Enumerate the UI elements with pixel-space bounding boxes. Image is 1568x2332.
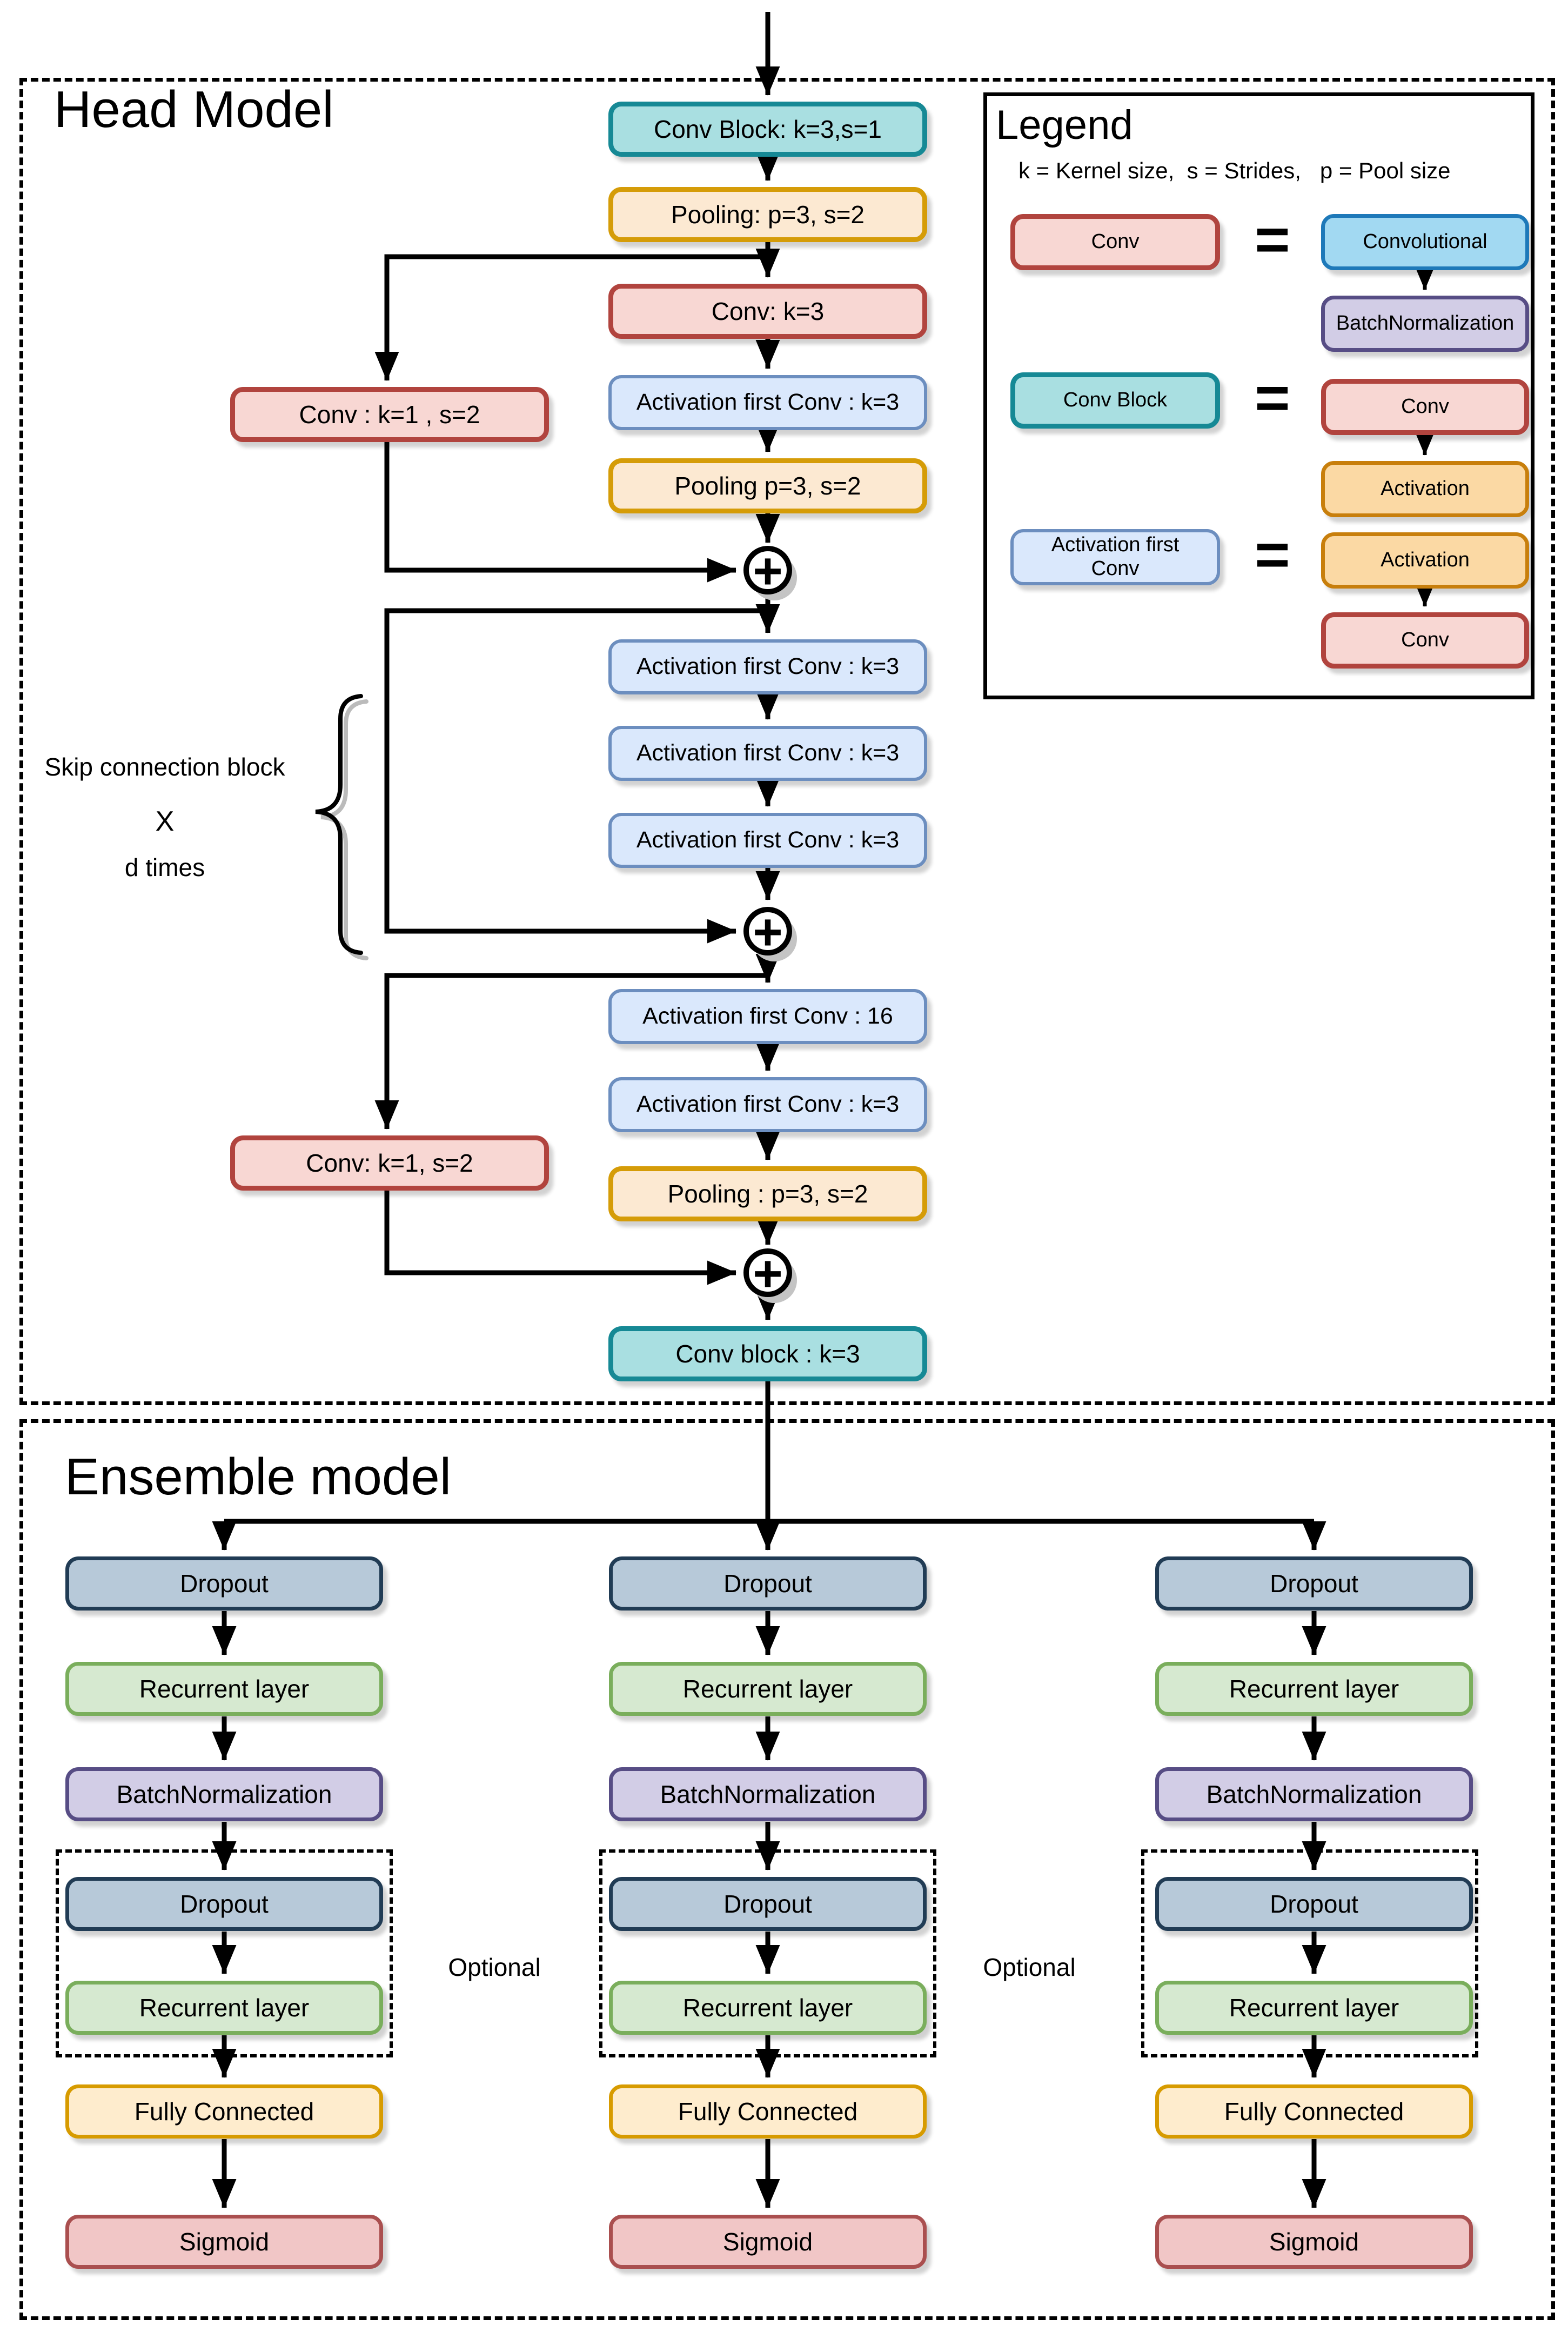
legend-convolutional: Convolutional [1321,214,1529,270]
ensemble-connectors [212,1519,1326,2208]
curly-brace-icon [315,694,368,960]
legend-conv-2: Conv [1321,379,1529,435]
skip3-return [384,1191,736,1285]
skip-note-times: X [155,806,175,837]
node-activation-first-conv-3: Activation first Conv : k=3 [608,726,927,781]
add-junction-3: + [743,1245,797,1303]
ens-col2-dropout: Dropout [609,1556,927,1611]
legend-title: Legend [996,102,1133,148]
node-activation-first-conv-5: Activation first Conv : k=3 [608,1077,927,1132]
ens-col1-recurrent-optional: Recurrent layer [65,1981,383,2035]
ens-col3-dropout-optional: Dropout [1155,1877,1473,1931]
node-conv-k1-bottom: Conv: k=1, s=2 [230,1135,549,1191]
legend-subtitle: k = Kernel size, s = Strides, p = Pool s… [1018,158,1451,183]
node-conv-k3: Conv: k=3 [608,284,927,339]
ens-col1-dropout-optional: Dropout [65,1877,383,1931]
ens-col1-dropout: Dropout [65,1556,383,1611]
legend-equals-2: = [1255,364,1290,432]
ens-col3-fully-connected: Fully Connected [1155,2084,1473,2139]
ens-col3-dropout: Dropout [1155,1556,1473,1611]
plus-icon: + [753,543,782,600]
add-junction-1: + [743,543,797,600]
node-conv-block-bottom: Conv block : k=3 [608,1326,927,1381]
ens-col1-recurrent: Recurrent layer [65,1662,383,1716]
legend-conv: Conv [1010,214,1220,270]
optional-label-1: Optional [448,1953,541,1981]
legend-batch-normalization: BatchNormalization [1321,296,1529,352]
node-activation-first-conv-2: Activation first Conv : k=3 [608,639,927,694]
legend-activation: Activation [1321,461,1529,517]
skip3-branch [374,973,768,1130]
legend-equals-1: = [1255,205,1290,273]
skip2-path [384,608,768,944]
head-connectors [374,12,780,1521]
ens-col1-sigmoid: Sigmoid [65,2215,383,2269]
legend-conv-block: Conv Block [1010,372,1220,429]
ens-col1-fully-connected: Fully Connected [65,2084,383,2139]
head-model-region-border [19,78,1555,1405]
ens-col3-sigmoid: Sigmoid [1155,2215,1473,2269]
node-conv-block-top: Conv Block: k=3,s=1 [608,102,927,157]
ens-col2-dropout-optional: Dropout [609,1877,927,1931]
ens-col2-recurrent-optional: Recurrent layer [609,1981,927,2035]
ens-col3-recurrent: Recurrent layer [1155,1662,1473,1716]
node-pooling-bottom: Pooling : p=3, s=2 [608,1166,927,1221]
ens-col3-batch-normalization: BatchNormalization [1155,1767,1473,1821]
ens-col2-recurrent: Recurrent layer [609,1662,927,1716]
optional-label-2: Optional [983,1953,1076,1981]
node-pooling-top: Pooling: p=3, s=2 [608,187,927,242]
node-activation-first-conv-16: Activation first Conv : 16 [608,989,927,1044]
skip-note-line1: Skip connection block [44,753,285,781]
ens-col1-batch-normalization: BatchNormalization [65,1767,383,1821]
ens-col2-batch-normalization: BatchNormalization [609,1767,927,1821]
skip-note-line3: d times [124,853,205,881]
skip1-branch [374,254,768,381]
plus-icon: + [753,904,782,961]
legend-activation-first-conv: Activation first Conv [1010,529,1220,585]
ensemble-model-region-border [19,1419,1555,2320]
legend-conv-3: Conv [1321,612,1529,669]
legend-equals-3: = [1255,520,1290,589]
ens-col2-fully-connected: Fully Connected [609,2084,927,2139]
ensemble-model-title: Ensemble model [65,1448,452,1506]
node-activation-first-conv-4: Activation first Conv : k=3 [608,813,927,868]
head-model-title: Head Model [54,81,334,138]
plus-icon: + [753,1245,782,1302]
ens-col3-recurrent-optional: Recurrent layer [1155,1981,1473,2035]
node-pooling-mid: Pooling p=3, s=2 [608,458,927,513]
ens-col2-sigmoid: Sigmoid [609,2215,927,2269]
add-junction-2: + [743,904,797,961]
legend-activation-2: Activation [1321,532,1529,589]
node-activation-first-conv-1: Activation first Conv : k=3 [608,375,927,430]
node-conv-k1-top: Conv : k=1 , s=2 [230,387,549,442]
skip1-return [384,442,736,583]
